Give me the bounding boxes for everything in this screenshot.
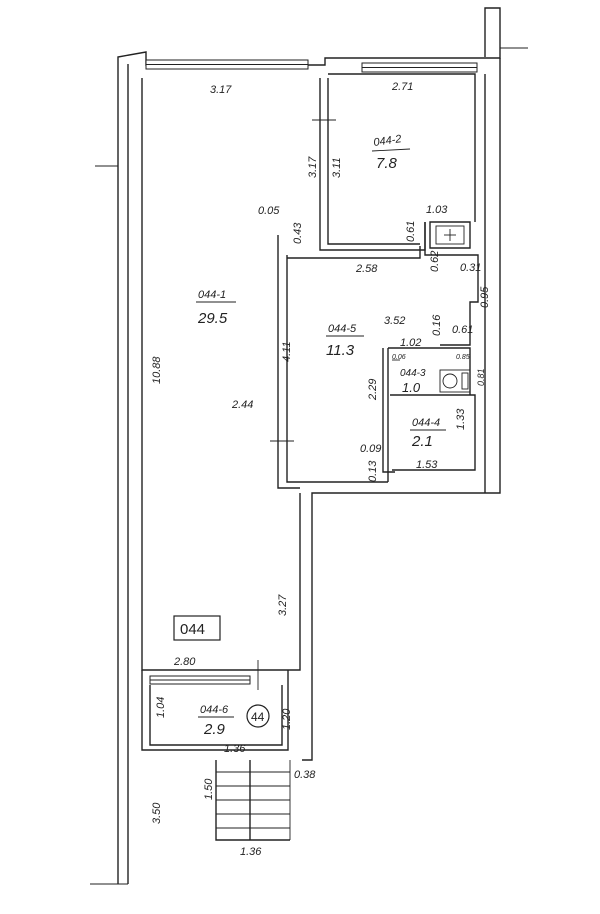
- room-area-044-2: 7.8: [376, 155, 398, 172]
- dimension-label: 0.81: [476, 368, 486, 386]
- room-id-044-1: 044-1: [198, 289, 226, 301]
- dimension-label: 3.27: [277, 594, 289, 616]
- dimension-label: 0.62: [429, 251, 441, 272]
- dimension-label: 3.52: [384, 315, 405, 327]
- dimension-label: 3.17: [210, 84, 232, 96]
- dimension-label: 0.09: [360, 443, 381, 455]
- dimension-label: 2.71: [391, 81, 413, 93]
- dimension-label: 1.20: [281, 708, 293, 730]
- entrance-number: 44: [251, 710, 265, 724]
- dimension-label: 0.61: [405, 221, 417, 242]
- dimension-label: 4.11: [281, 341, 293, 362]
- dimension-label: 1.33: [455, 408, 467, 430]
- dimension-label: 0.16: [431, 314, 443, 336]
- dimension-label: 0.13: [367, 460, 379, 482]
- dimension-label: 2.80: [173, 656, 196, 668]
- dimension-label: 3.50: [151, 802, 163, 824]
- dimension-label: 2.29: [367, 379, 379, 401]
- dimension-label: 0.06: [392, 354, 406, 361]
- dimension-label: 10.88: [151, 356, 163, 384]
- room-area-044-4: 2.1: [411, 433, 433, 450]
- dimension-label: 1.02: [400, 337, 421, 349]
- entrance-marker: 44: [246, 704, 270, 728]
- dimension-label: 0.31: [460, 262, 481, 274]
- dimension-label: 1.36: [224, 743, 246, 755]
- room-id-044-3: 044-3: [400, 368, 426, 379]
- room-area-044-6: 2.9: [203, 721, 226, 738]
- apartment-number: 044: [180, 621, 205, 638]
- dimension-label: 0.05: [258, 205, 280, 217]
- room-area-044-3: 1.0: [402, 380, 421, 395]
- exterior-walls: [90, 7, 528, 885]
- room-id-044-4: 044-4: [412, 417, 440, 429]
- dimension-label: 3.17: [307, 156, 319, 178]
- dimension-label: 0.85: [456, 354, 470, 361]
- dimension-label: 2.58: [355, 263, 378, 275]
- room-labels: 044-1 29.5 044-2 7.8 044-5 11.3 044-3 1.…: [196, 133, 446, 738]
- dimension-label: 1.04: [155, 697, 167, 718]
- interior-walls: [141, 73, 479, 751]
- room-area-044-5: 11.3: [326, 342, 355, 359]
- dimension-label: 0.38: [294, 769, 316, 781]
- room-id-044-5: 044-5: [328, 323, 357, 335]
- windows: [145, 59, 478, 685]
- dimension-labels: 3.17 2.71 3.17 3.11 0.05 0.43 0.61 1.03 …: [151, 81, 491, 858]
- door-marks: [257, 119, 336, 690]
- dimension-label: 1.03: [426, 204, 448, 216]
- dimension-label: 0.61: [452, 324, 473, 336]
- dimension-label: 3.11: [331, 157, 343, 178]
- dimension-label: 1.50: [203, 778, 215, 800]
- dimension-label: 1.36: [240, 846, 262, 858]
- dimension-label: 0.43: [292, 222, 304, 244]
- room-id-044-6: 044-6: [200, 704, 229, 716]
- room-id-044-2: 044-2: [373, 133, 403, 149]
- fixtures: [392, 225, 471, 393]
- dimension-label: 0.95: [479, 286, 491, 308]
- staircase: [215, 760, 291, 841]
- room-area-044-1: 29.5: [197, 310, 228, 327]
- dimension-label: 2.44: [231, 399, 253, 411]
- dimension-label: 1.53: [416, 459, 438, 471]
- apartment-tag: 044: [173, 615, 221, 641]
